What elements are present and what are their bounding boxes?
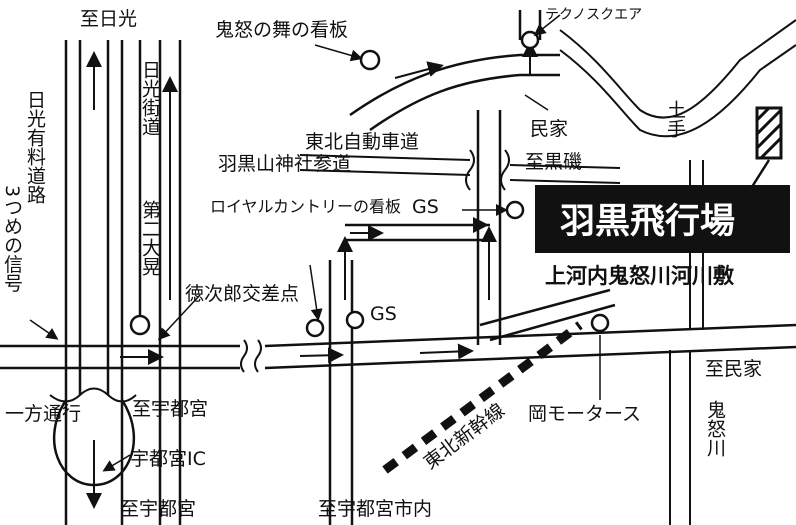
title-block: 羽黒飛行場 上河内鬼怒川河川敷 [535, 185, 790, 288]
label-to-kuroiso: 至黒磯 [525, 151, 582, 173]
label-kinugawa: 鬼怒川 [704, 400, 726, 457]
label-to-minka: 至民家 [705, 358, 762, 380]
label-daini-oaki: 第二大晃 [139, 200, 161, 276]
label-to-utsu1: 至宇都宮 [132, 398, 208, 420]
airfield-marker [748, 106, 783, 191]
label-gs2: GS [370, 303, 397, 325]
ic-loop [52, 399, 136, 487]
tohoku-expressway [299, 149, 621, 191]
shinkansen-line [382, 321, 583, 474]
label-tokujiro: 徳次郎交差点 [185, 283, 299, 305]
map-subtitle: 上河内鬼怒川河川敷 [545, 264, 735, 288]
main-road [0, 323, 796, 370]
label-minka: 民家 [530, 118, 568, 140]
label-dote: 土手 [664, 100, 686, 138]
label-to-nikko: 至日光 [80, 8, 137, 30]
label-haguro-sando: 羽黒山神社参道 [218, 153, 351, 175]
map-title: 羽黒飛行場 [560, 202, 735, 242]
label-nikko-yuryo: 日光有料道路 [24, 90, 46, 204]
landmarks [129, 30, 610, 338]
highway-arrows [86, 51, 178, 509]
label-royal: ロイヤルカントリーの看板 [210, 197, 401, 216]
label-utsu-ic: 宇都宮IC [130, 448, 206, 470]
label-onimai: 鬼怒の舞の看板 [215, 19, 348, 41]
label-to-utsu2: 至宇都宮 [120, 498, 196, 520]
label-ippo: 一方通行 [5, 403, 81, 425]
nikko-highways [64, 40, 182, 525]
label-to-utsu-city: 至宇都宮市内 [318, 498, 432, 520]
label-gs1: GS [412, 196, 439, 218]
label-techno: テクノスクエア [545, 7, 642, 23]
label-oka-motors: 岡モータース [528, 403, 641, 425]
label-tohoku-exp: 東北自動車道 [305, 131, 419, 153]
label-nikko-kaido: 日光街道 [139, 60, 161, 136]
label-mittsume: 3つめの信号 [1, 185, 23, 292]
